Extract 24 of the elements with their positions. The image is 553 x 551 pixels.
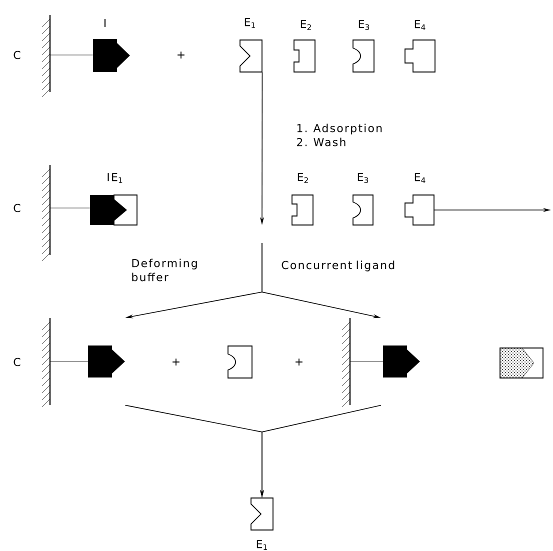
node-label: E$_{3}$ xyxy=(358,20,370,30)
ligand-complex-shape xyxy=(500,348,534,378)
support-label: C xyxy=(14,204,20,212)
node-label: E$_{1}$ xyxy=(244,18,255,28)
plus-sign: + xyxy=(296,358,302,366)
node-label: IE$_{1}$ xyxy=(108,173,122,183)
node-label: I xyxy=(104,19,106,27)
node-label: E$_{4}$ xyxy=(414,20,426,30)
node-label: E$_{4}$ xyxy=(414,173,426,183)
plus-sign: + xyxy=(172,358,180,366)
plus-sign: + xyxy=(178,52,184,58)
edge-label: Deforming buffer xyxy=(132,258,197,282)
enzyme-shape xyxy=(228,346,252,378)
support-label: C xyxy=(14,50,20,60)
node-label: E$_{2}$ xyxy=(300,20,311,30)
support-ligand-drawing xyxy=(342,318,420,408)
node-label: E$_{3}$ xyxy=(358,172,368,184)
edge-label: Concurrent ligand xyxy=(282,260,394,272)
edge-label: 1. Adsorption 2. Wash xyxy=(297,124,382,146)
node-label: E$_{2}$ xyxy=(298,173,308,183)
support-label: C xyxy=(14,358,20,366)
support-ligand-drawing xyxy=(42,318,125,408)
ligand-complex-shape xyxy=(500,348,544,378)
node-label: E$_{1}$ xyxy=(256,540,267,550)
